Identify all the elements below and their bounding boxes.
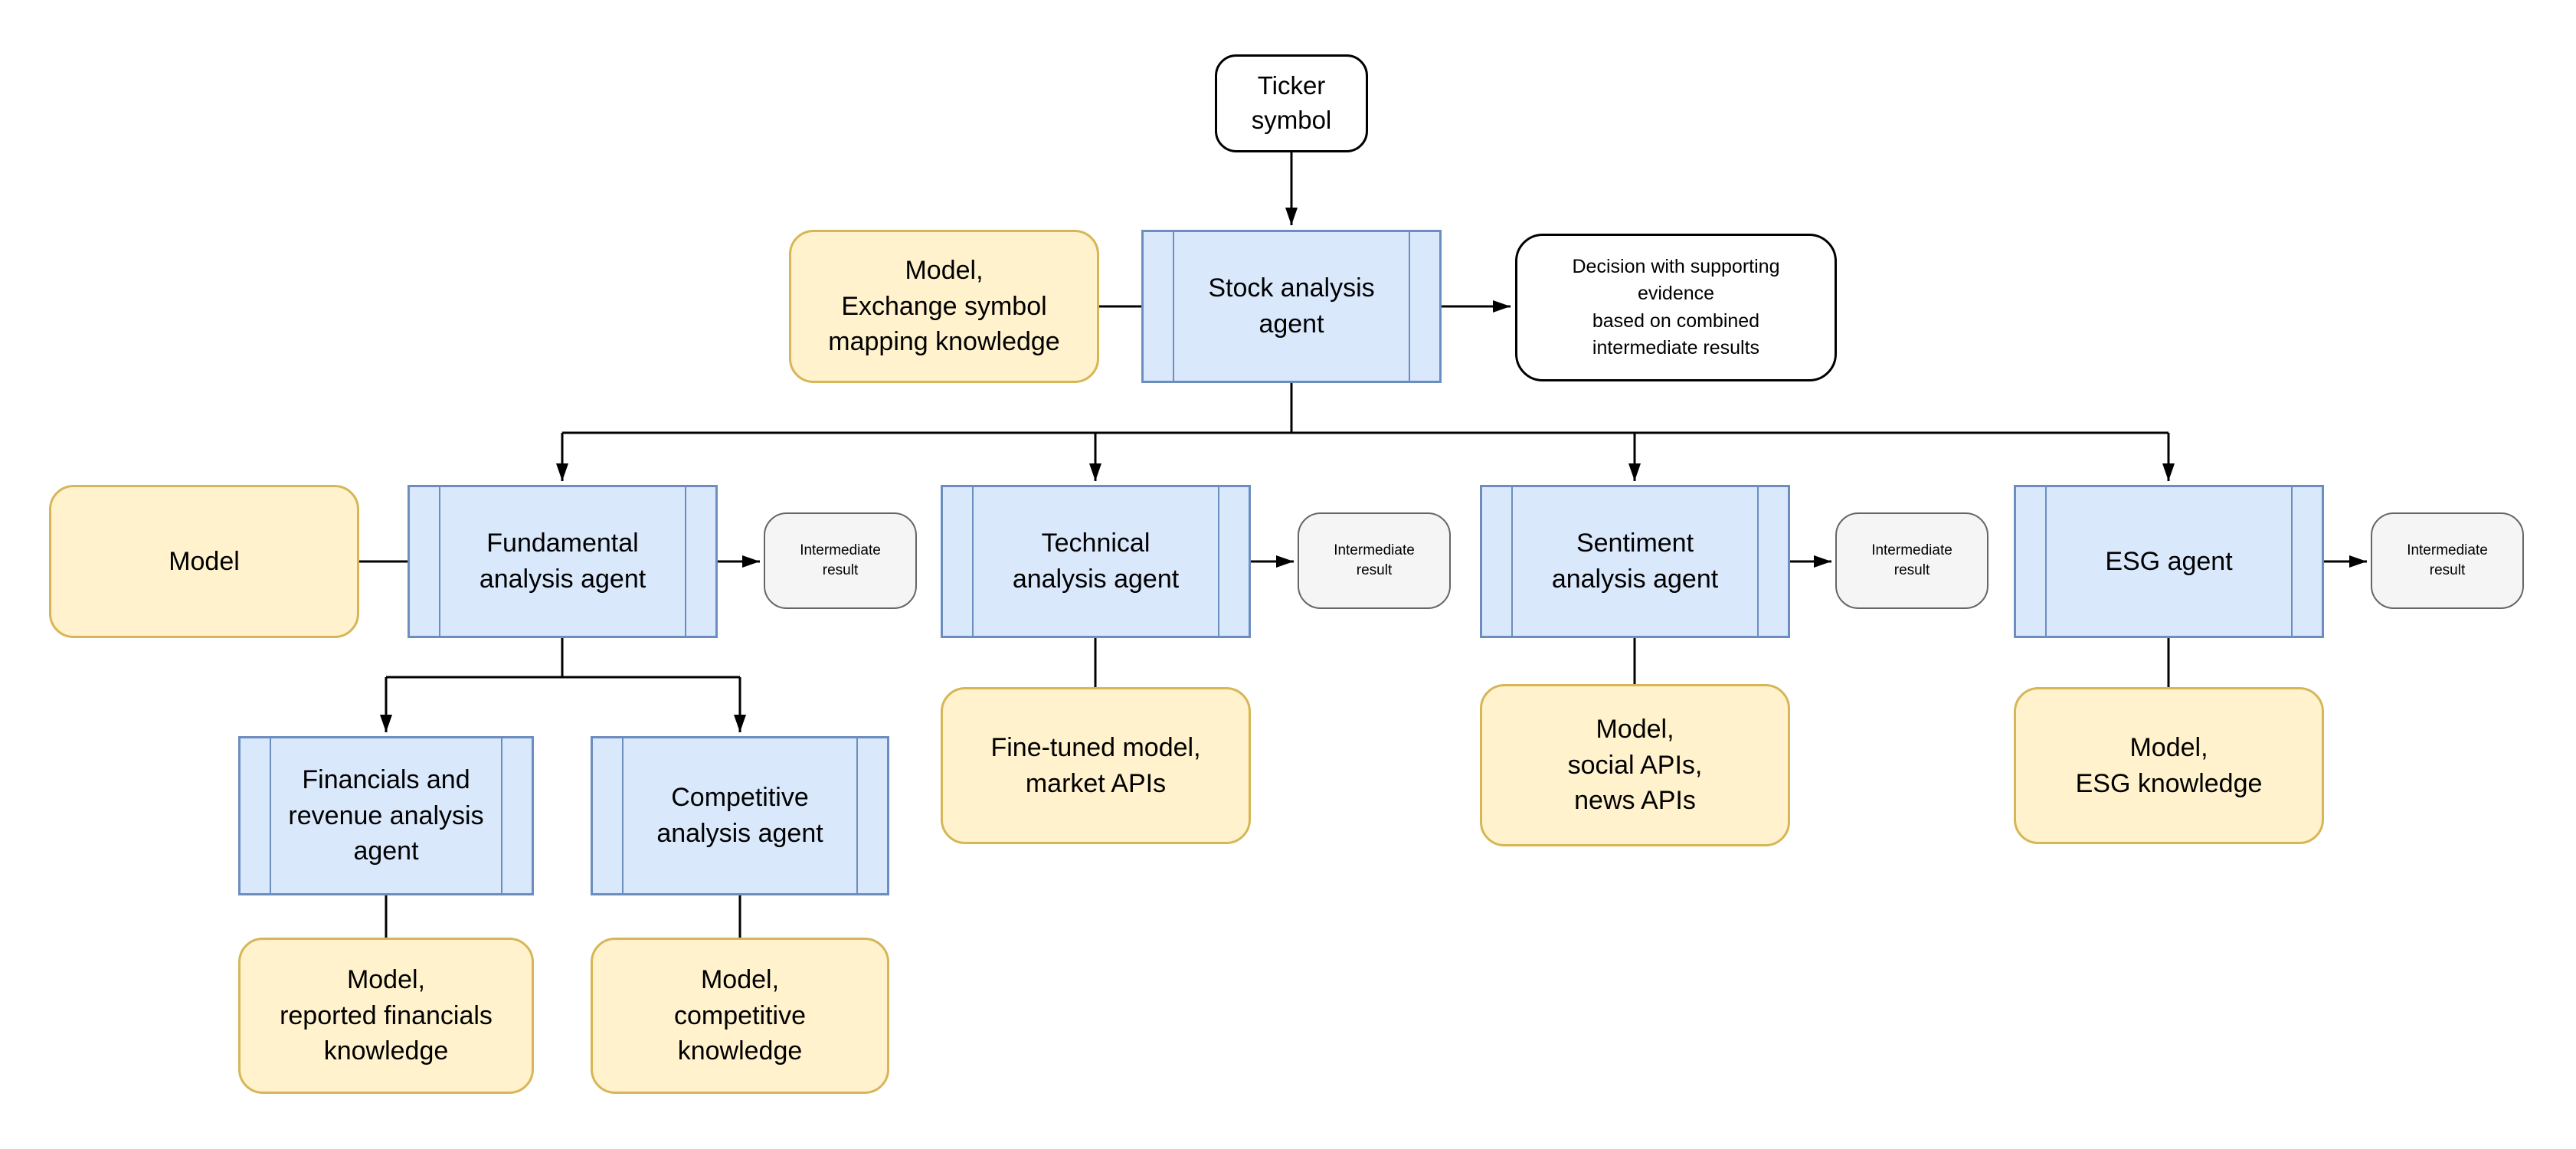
node-fundamental-analysis-agent: Fundamental analysis agent [408,485,718,638]
node-technical-analysis-agent: Technical analysis agent [941,485,1251,638]
node-finetuned-market-knowledge: Fine-tuned model, market APIs [941,687,1251,844]
node-ticker-symbol: Ticker symbol [1215,54,1368,152]
node-intermediate-result-4: Intermediate result [2371,512,2524,609]
node-reported-financials-knowledge: Model, reported financials knowledge [238,938,534,1094]
node-intermediate-result-1: Intermediate result [764,512,917,609]
node-sentiment-analysis-agent: Sentiment analysis agent [1480,485,1790,638]
node-esg-agent: ESG agent [2014,485,2324,638]
node-decision-output: Decision with supporting evidence based … [1515,234,1837,381]
node-exchange-mapping-knowledge: Model, Exchange symbol mapping knowledge [789,230,1099,383]
node-competitive-knowledge: Model, competitive knowledge [591,938,889,1094]
node-esg-knowledge: Model, ESG knowledge [2014,687,2324,844]
node-social-news-knowledge: Model, social APIs, news APIs [1480,684,1790,846]
node-model-knowledge: Model [49,485,359,638]
node-intermediate-result-3: Intermediate result [1835,512,1988,609]
node-competitive-analysis-agent: Competitive analysis agent [591,736,889,895]
node-financials-revenue-agent: Financials and revenue analysis agent [238,736,534,895]
node-stock-analysis-agent: Stock analysis agent [1141,230,1442,383]
node-intermediate-result-2: Intermediate result [1298,512,1451,609]
